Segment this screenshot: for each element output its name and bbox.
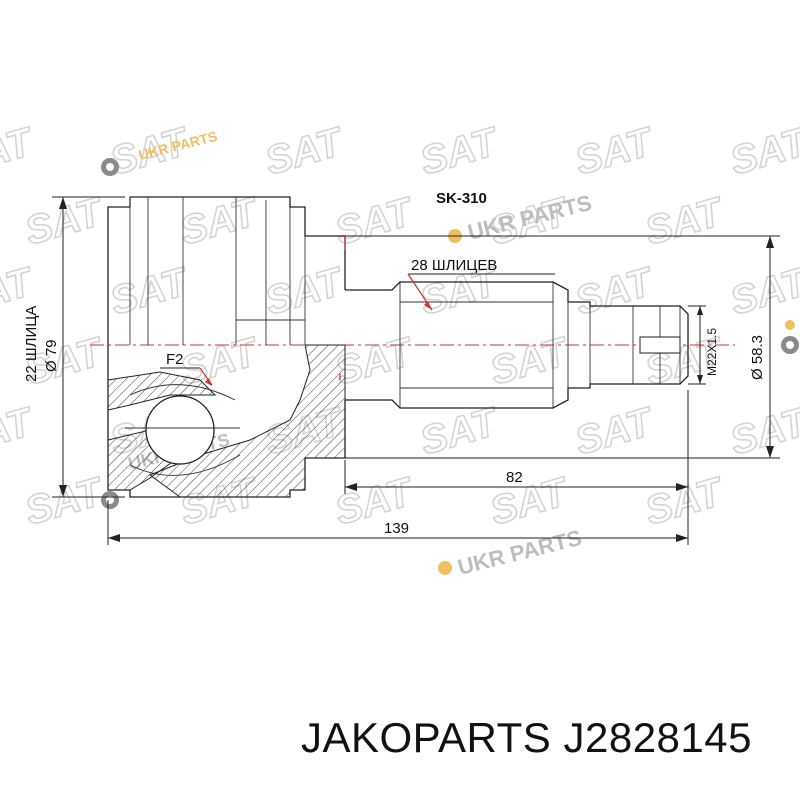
part-code: SK-310 bbox=[436, 190, 487, 207]
label-section: F2 bbox=[166, 351, 184, 368]
gear-icon bbox=[101, 158, 119, 176]
footer-part-number: J2828145 bbox=[563, 714, 752, 761]
label-splines-shaft: 28 ШЛИЦЕВ bbox=[411, 257, 497, 274]
sat-watermark: SAT bbox=[640, 189, 730, 254]
sat-watermark: SAT bbox=[105, 259, 195, 324]
sat-watermark: SAT bbox=[795, 329, 800, 394]
label-length-shaft: 82 bbox=[506, 469, 523, 486]
gear-icon bbox=[781, 336, 799, 354]
sat-watermark: SAT bbox=[725, 399, 800, 464]
sat-watermark: SAT bbox=[260, 119, 350, 184]
label-diameter-outer: Ø 79 bbox=[43, 339, 60, 372]
sat-watermark: SAT bbox=[0, 119, 40, 184]
sat-watermark: SAT bbox=[485, 469, 575, 534]
label-length-total: 139 bbox=[384, 520, 409, 537]
sat-watermark: SAT bbox=[725, 119, 800, 184]
sat-watermark: SAT bbox=[485, 329, 575, 394]
sat-watermark: SAT bbox=[0, 399, 40, 464]
sat-watermark: SAT bbox=[570, 259, 660, 324]
logo-dot bbox=[785, 320, 795, 330]
sat-watermark: SAT bbox=[570, 119, 660, 184]
label-splines-inner: 22 ШЛИЦА bbox=[23, 306, 40, 382]
sat-watermark: SAT bbox=[570, 399, 660, 464]
logo-dot bbox=[438, 561, 452, 575]
gear-icon bbox=[101, 491, 119, 509]
sat-watermark: SAT bbox=[415, 119, 505, 184]
label-thread: M22X1.5 bbox=[705, 328, 719, 376]
footer-caption: JAKOPARTS J2828145 bbox=[0, 714, 752, 762]
sat-watermark: SAT bbox=[20, 469, 110, 534]
sat-watermark: SAT bbox=[795, 189, 800, 254]
cv-shaft bbox=[345, 281, 689, 409]
sat-watermark: SAT bbox=[415, 399, 505, 464]
label-diameter-shaft: Ø 58.3 bbox=[749, 335, 766, 380]
sat-watermark: SAT bbox=[725, 259, 800, 324]
drawing-labels: SK-310 28 ШЛИЦЕВ F2 82 139 22 ШЛИЦА Ø 79… bbox=[23, 190, 766, 537]
sat-watermark: SAT bbox=[175, 189, 265, 254]
cv-housing bbox=[107, 196, 346, 498]
dimension-lines bbox=[52, 196, 780, 545]
sat-watermark: SAT bbox=[330, 189, 420, 254]
sat-watermark: SAT bbox=[640, 469, 730, 534]
footer-brand: JAKOPARTS bbox=[300, 714, 552, 761]
sat-watermark: SAT bbox=[795, 469, 800, 534]
sat-watermark: SAT bbox=[20, 189, 110, 254]
svg-text:UKR PARTS: UKR PARTS bbox=[455, 525, 584, 580]
